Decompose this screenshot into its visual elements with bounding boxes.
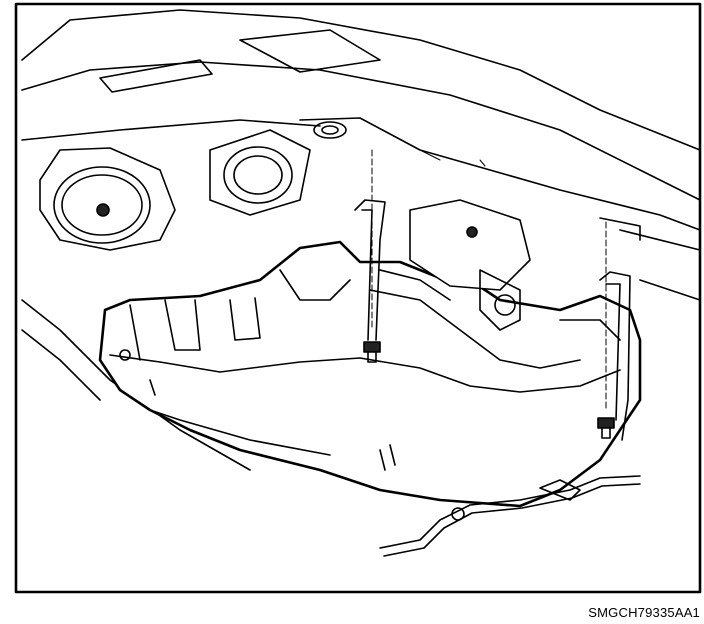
spare-tire-recess	[39, 129, 311, 251]
figure-caption: SMGCH79335AA1	[588, 605, 700, 620]
fuel-pump-module	[379, 199, 531, 331]
vehicle-floor-panel	[21, 9, 701, 471]
strap-bolt-right	[597, 221, 615, 439]
fuel-tank	[98, 240, 642, 508]
illustration-frame	[14, 2, 702, 594]
fuel-lines	[379, 475, 641, 557]
strap-bolt-left	[363, 149, 381, 363]
tank-strap-right	[599, 271, 631, 441]
